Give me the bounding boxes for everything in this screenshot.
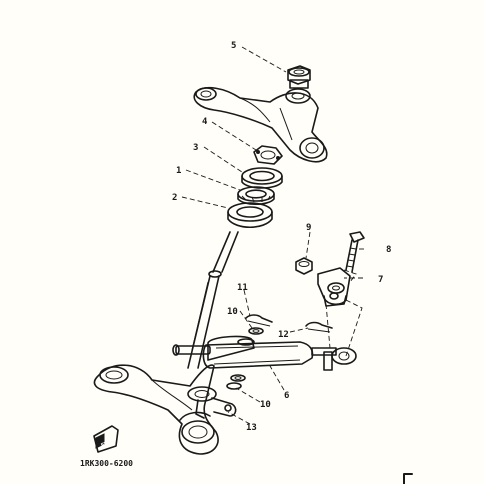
washer-upper-part-10[interactable] (248, 327, 264, 335)
dust-seal-part-3[interactable] (241, 167, 283, 189)
callout-12: 12 (278, 330, 289, 340)
callout-6: 6 (284, 391, 289, 401)
fwd-arrow-icon: FWD (93, 425, 119, 453)
fwd-label: FWD (100, 438, 113, 449)
callout-5: 5 (231, 41, 236, 51)
ring-nut-part-4[interactable] (253, 145, 283, 165)
callout-10-upper: 10 (227, 307, 238, 317)
crown-nut-part-5[interactable] (287, 65, 311, 89)
callout-7: 7 (378, 275, 383, 285)
steering-stem[interactable] (187, 231, 239, 369)
bolt-part-8[interactable] (345, 231, 365, 273)
nut-part-9[interactable] (295, 257, 313, 275)
corner-mark-icon (403, 473, 413, 484)
leader-lines (181, 46, 364, 425)
callout-2: 2 (172, 193, 177, 203)
bearing-part-1[interactable] (237, 186, 275, 206)
split-pin-part-11[interactable] (245, 314, 273, 327)
lower-mount-part-13[interactable] (187, 386, 237, 419)
callout-4: 4 (202, 117, 208, 127)
callout-11: 11 (237, 283, 248, 293)
callout-1: 1 (176, 166, 181, 176)
lower-bracket[interactable] (93, 364, 219, 455)
washer-lower-part-10[interactable] (226, 374, 246, 390)
callout-3: 3 (193, 143, 198, 153)
bearing-race-part-2[interactable] (227, 202, 273, 229)
damper-bracket-part-7[interactable] (317, 267, 351, 307)
diagram-code: 1RK300-6200 (80, 459, 133, 468)
split-pin-part-12[interactable] (305, 321, 333, 333)
callout-10-lower: 10 (260, 400, 271, 410)
steering-damper-part-6[interactable] (172, 335, 357, 371)
callout-9: 9 (306, 223, 311, 233)
callout-8: 8 (386, 245, 391, 255)
upper-triple-clamp[interactable] (193, 86, 328, 163)
callout-labels: 5 4 3 1 2 9 8 7 11 10 12 6 10 13 (172, 41, 391, 433)
callout-13: 13 (246, 423, 257, 433)
